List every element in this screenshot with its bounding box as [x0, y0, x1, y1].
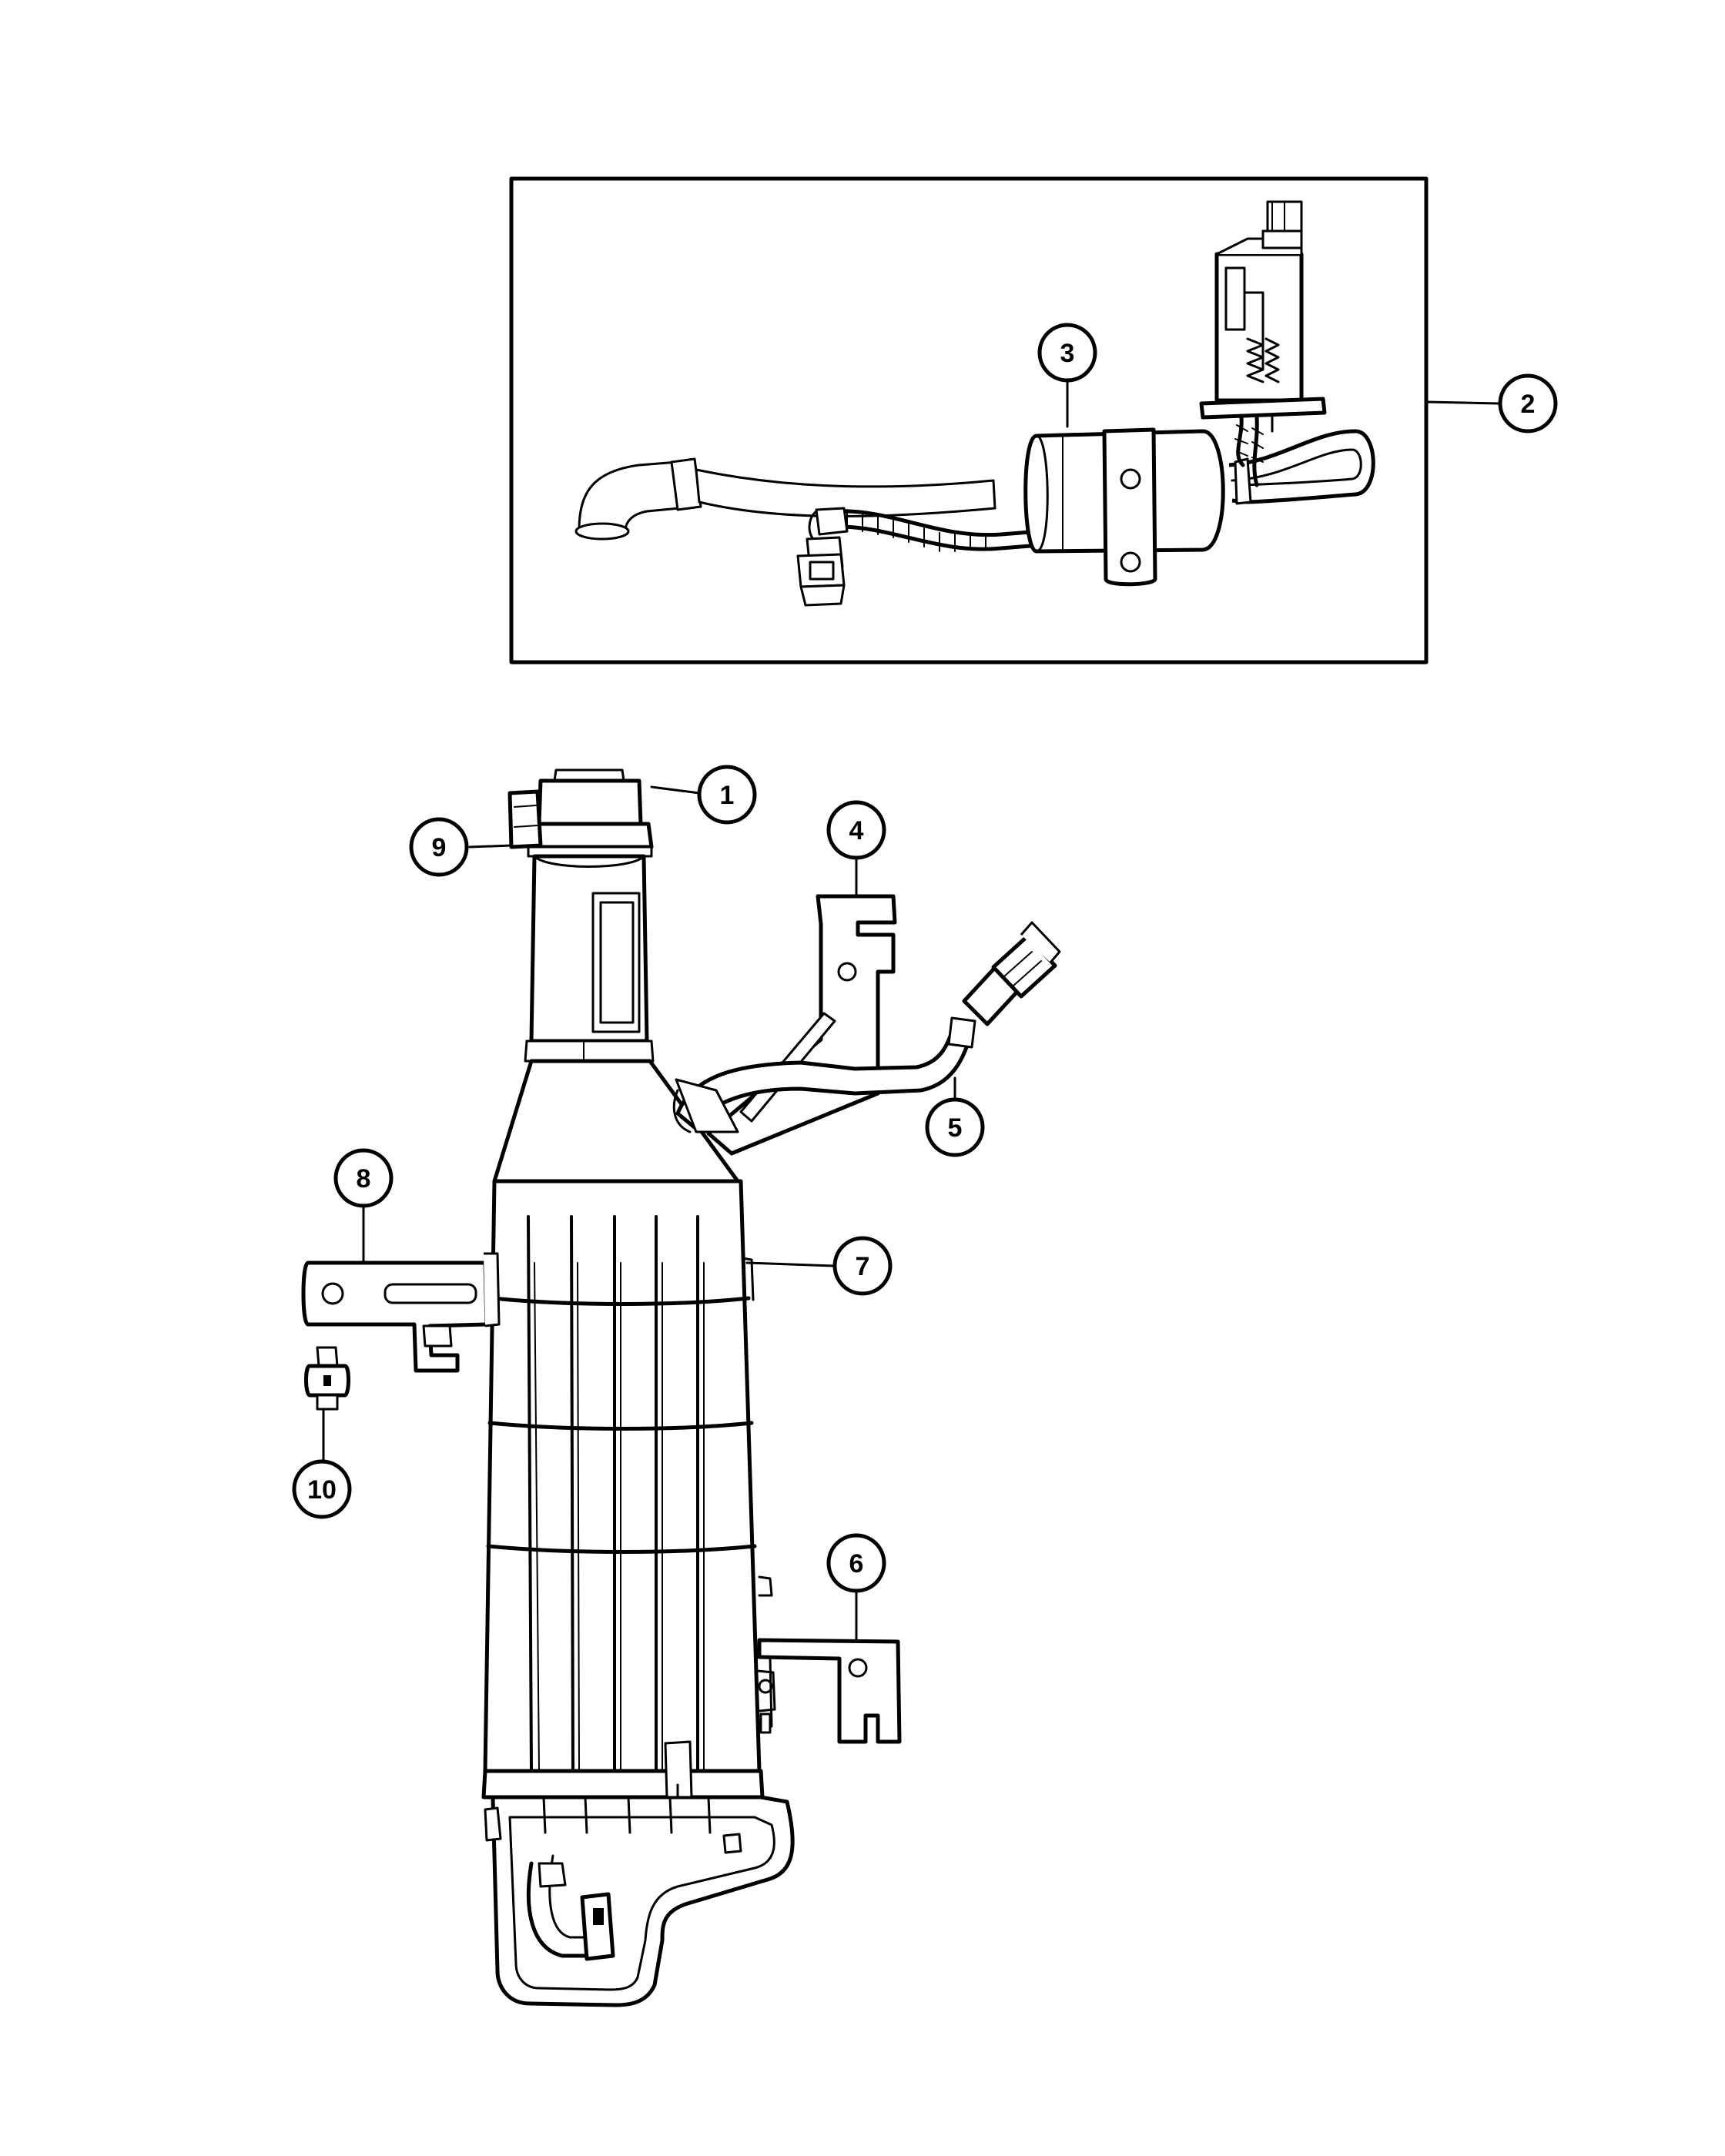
callout-6-label: 6: [849, 1549, 864, 1578]
canister-cap: [526, 768, 654, 858]
callout-4-label: 4: [849, 816, 864, 845]
callout-9[interactable]: 9: [409, 817, 469, 877]
callout-7-label: 7: [856, 1252, 870, 1281]
callout-5[interactable]: 5: [925, 1097, 985, 1157]
inset-pump-cylinder: [1023, 427, 1225, 587]
callout-5-label: 5: [948, 1113, 963, 1143]
lower-bracket: [757, 1638, 902, 1744]
main-canister: [301, 768, 1061, 2007]
inset-wire-harness: [808, 507, 1042, 556]
inset-hose-loop: [1228, 429, 1375, 505]
callout-6[interactable]: 6: [826, 1533, 886, 1593]
canister-neck: [524, 854, 655, 1063]
inset-connector: [796, 536, 846, 607]
inset-box-assembly: [509, 176, 1429, 665]
callout-1[interactable]: 1: [697, 765, 757, 825]
canister-body: [481, 1179, 776, 1799]
callout-2[interactable]: 2: [1498, 373, 1558, 434]
inset-sender-unit: [1199, 200, 1327, 487]
upper-bracket: [706, 894, 897, 1156]
vent-hose-mount: [672, 1078, 739, 1133]
canister-bottom-housing: [484, 1740, 795, 2007]
inset-hose-elbow: [574, 457, 996, 541]
callout-4[interactable]: 4: [826, 800, 886, 860]
callout-7[interactable]: 7: [832, 1236, 893, 1296]
callout-1-label: 1: [720, 781, 735, 810]
left-bracket: [301, 1252, 501, 1373]
callout-10-label: 10: [307, 1475, 337, 1505]
vent-hose: [675, 921, 1061, 1131]
callout-10[interactable]: 10: [292, 1459, 352, 1519]
leader-lines: [322, 380, 1500, 1642]
callout-2-label: 2: [1521, 390, 1536, 419]
inset-frame: [509, 176, 1429, 665]
side-connector: [507, 789, 543, 849]
callout-3-label: 3: [1060, 339, 1075, 368]
callout-9-label: 9: [432, 833, 447, 862]
callout-8-label: 8: [357, 1164, 371, 1194]
mounting-bolt: [304, 1346, 350, 1411]
callout-8[interactable]: 8: [333, 1148, 394, 1208]
callout-3[interactable]: 3: [1037, 323, 1097, 383]
